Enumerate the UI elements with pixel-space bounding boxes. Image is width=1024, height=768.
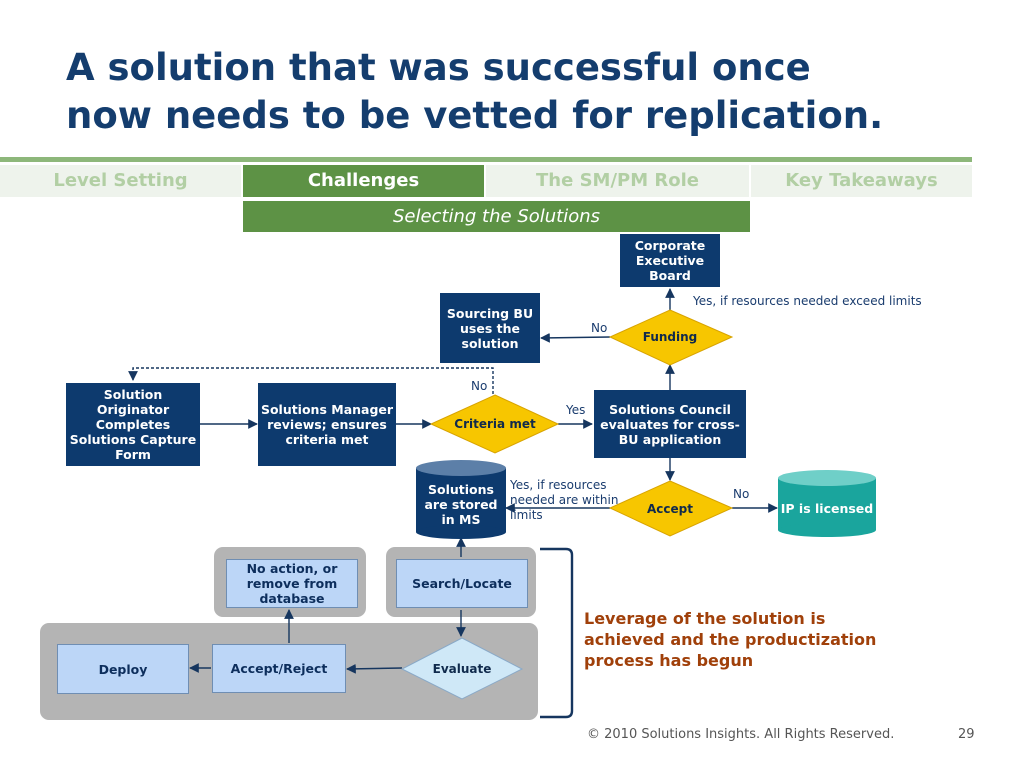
title-line-2: now needs to be vetted for replication. [66,94,884,137]
solutions-manager-box: Solutions Manager reviews; ensures crite… [258,383,396,466]
section-tabs: Level Setting Challenges The SM/PM Role … [0,165,972,197]
search-locate-box: Search/Locate [396,559,528,608]
funding-diamond [608,309,734,366]
deploy-box: Deploy [57,644,189,694]
ip-licensed-cylinder [778,470,876,537]
arrow-funding-to-sourcing [540,332,611,343]
sourcing-bu-box: Sourcing BU uses the solution [440,293,540,363]
subtab-selecting-solutions[interactable]: Selecting the Solutions [243,201,750,232]
criteria-yes-label: Yes [566,403,586,417]
title-line-1: A solution that was successful once [66,46,811,89]
solutions-stored-cylinder [416,460,506,539]
accept-yes-label: Yes, if resources needed are within limi… [510,478,619,522]
leverage-bracket [540,547,574,719]
accept-label: Accept [647,501,693,516]
title-divider [0,157,972,162]
tab-level-setting[interactable]: Level Setting [0,165,243,197]
solutions-council-box: Solutions Council evaluates for cross-BU… [594,390,746,458]
arrow-criteria-no-loop [128,367,494,394]
evaluate-label: Evaluate [432,661,492,676]
tab-sm-pm-role[interactable]: The SM/PM Role [486,165,751,197]
corporate-board-box: Corporate Executive Board [620,234,720,287]
solutions-stored-label: Solutions are stored in MS [424,481,498,527]
arrow-evaluate-to-acceptreject [346,663,403,674]
ip-licensed-label: IP is licensed [780,500,874,516]
page-number: 29 [958,727,975,742]
funding-label: Funding [642,329,698,344]
funding-no-label: No [591,321,608,335]
accept-reject-box: Accept/Reject [212,644,346,693]
solution-originator-box: Solution Originator Completes Solutions … [66,383,200,466]
leverage-note: Leverage of the solution is achieved and… [584,609,877,670]
copyright-footer: © 2010 Solutions Insights. All Rights Re… [587,727,895,742]
accept-diamond [608,480,734,537]
tab-key-takeaways[interactable]: Key Takeaways [751,165,972,197]
funding-yes-label: Yes, if resources needed exceed limits [693,294,922,308]
evaluate-diamond [400,637,524,700]
criteria-diamond [429,394,560,454]
tab-challenges[interactable]: Challenges [243,165,486,197]
accept-no-label: No [733,487,750,501]
page-title: A solution that was successful once now … [66,44,966,140]
criteria-met-label: Criteria met [454,416,536,431]
criteria-no-label: No [471,379,488,393]
no-action-box: No action, or remove from database [226,559,358,608]
